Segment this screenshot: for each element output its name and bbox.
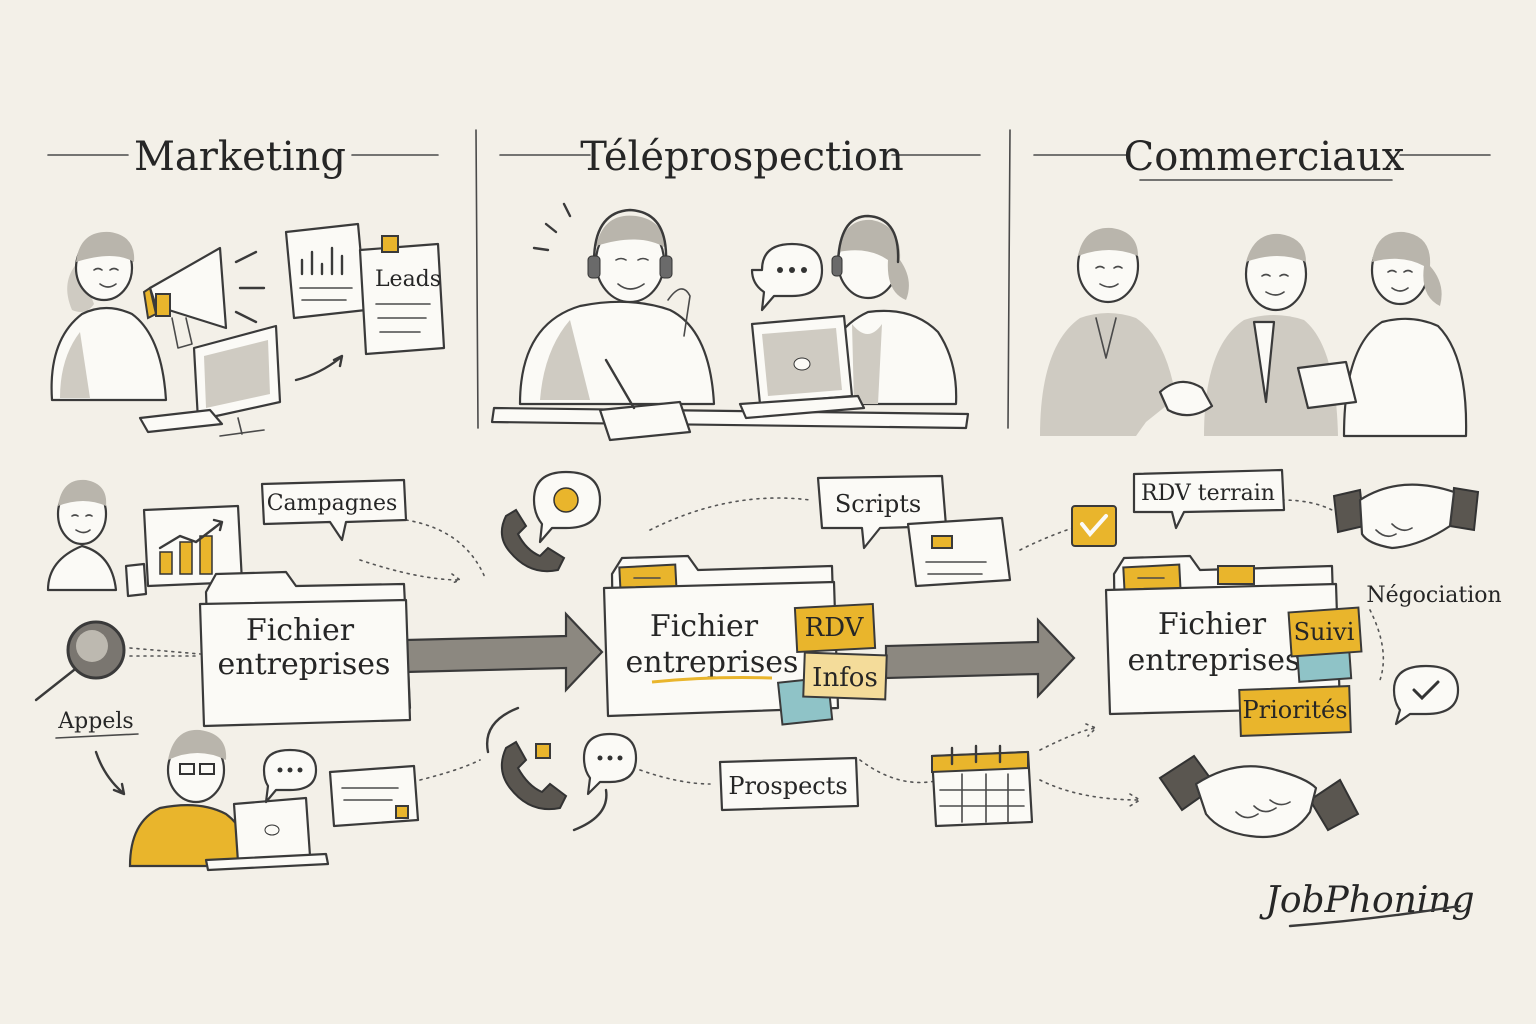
folder-3-line2: entreprises [1128,643,1301,678]
section-header-commerciaux: Commerciaux [1033,134,1491,181]
connector-line [405,519,487,581]
arrow-icon [294,354,344,382]
speech-bubble-icon [750,242,824,312]
growth-chart-icon [124,504,244,598]
teleprospector-man-icon [518,202,716,406]
connector-line [359,559,462,585]
note-infos [802,651,888,701]
handshake-small-icon [1332,483,1480,550]
call-icon [485,706,638,832]
prospects-box: Prospects [718,756,860,812]
brand-underline [1288,904,1462,928]
check-bubble-icon [1392,664,1460,726]
connector-line [1039,723,1098,751]
folder-fichier-entreprises-2: Fichier entreprises RDV Infos [602,554,888,726]
folder-3-line1: Fichier [1158,607,1267,642]
campagnes-bubble: Campagnes [260,478,408,542]
note-priorites-label: Priorités [1242,696,1347,724]
negociation-label: Négociation [1366,583,1501,608]
laptop-icon [738,314,866,420]
leads-document: Leads [358,235,446,356]
folder-1-line1: Fichier [246,613,355,648]
phone-bubble-icon [500,470,602,573]
prospects-label: Prospects [728,772,847,800]
pen-icon [604,358,636,410]
campagnes-label: Campagnes [267,491,398,516]
flow-arrow-1 [404,611,604,693]
magnifier-icon [34,620,201,702]
connector-line [1281,499,1333,511]
desk [490,406,970,430]
flow-arrow-2 [884,617,1076,699]
folder-2-line2: entreprises [626,645,799,680]
note-rdv [793,602,877,654]
chart-document-icon [284,222,368,320]
salesman-center-icon [1204,233,1338,436]
note-priorites [1238,685,1352,737]
calendar-icon [930,744,1034,828]
connector-line [1369,609,1385,681]
saleswoman-right-icon [1342,231,1468,438]
rdv-terrain-label: RDV terrain [1141,481,1275,506]
scripts-bubble: Scripts [816,474,948,550]
teleprospector-woman-icon [818,214,958,406]
note-suivi-label: Suivi [1294,618,1355,646]
leads-label: Leads [375,267,441,292]
salesman-left-icon [1040,227,1176,436]
megaphone-icon [142,246,266,349]
brand-name: JobPhoning [1258,880,1474,921]
message-card-icon [328,764,420,828]
marketing-scene: Leads [50,222,446,437]
handshake-icon [1158,380,1214,417]
connector-line [419,759,711,785]
commerciaux-scene [1040,227,1468,438]
arrow-icon [94,750,126,796]
chat-bubble-icon [262,748,318,804]
folder-2-line1: Fichier [650,609,759,644]
section-header-marketing: Marketing [47,134,439,180]
section-title-marketing: Marketing [134,134,346,180]
folder-fichier-entreprises-1: Fichier entreprises [198,570,412,728]
note-rdv-label: RDV [805,613,865,643]
scripts-label: Scripts [835,490,921,518]
appels-label: Appels [57,709,133,734]
notepad [598,400,692,442]
section-title-teleprospection: Téléprospection [580,134,903,180]
section-title-commerciaux: Commerciaux [1124,134,1405,180]
checkbox-icon [1071,505,1117,547]
script-card-icon [906,516,1012,588]
contract-document [1296,360,1358,410]
connector-line [859,759,1142,807]
folder-fichier-entreprises-3: Fichier entreprises Suivi Priorités [1104,554,1363,737]
folder-1-line2: entreprises [218,647,391,682]
underline [55,733,139,739]
note-suivi [1287,606,1363,658]
section-header-teleprospection: Téléprospection [499,134,981,180]
section-divider [1007,129,1011,429]
brand-logo: JobPhoning [1258,880,1475,928]
teleprospection-scene [490,202,970,442]
note-infos-label: Infos [812,663,878,693]
rdv-terrain-bubble: RDV terrain [1132,468,1286,530]
handshake-large-icon [1158,754,1360,838]
computer-monitor-icon [138,324,282,437]
laptop-worker-icon [128,729,330,872]
marketer-person-icon [50,231,168,402]
analyst-person-icon [46,479,118,592]
connector-line [649,497,811,531]
section-divider [475,129,479,429]
